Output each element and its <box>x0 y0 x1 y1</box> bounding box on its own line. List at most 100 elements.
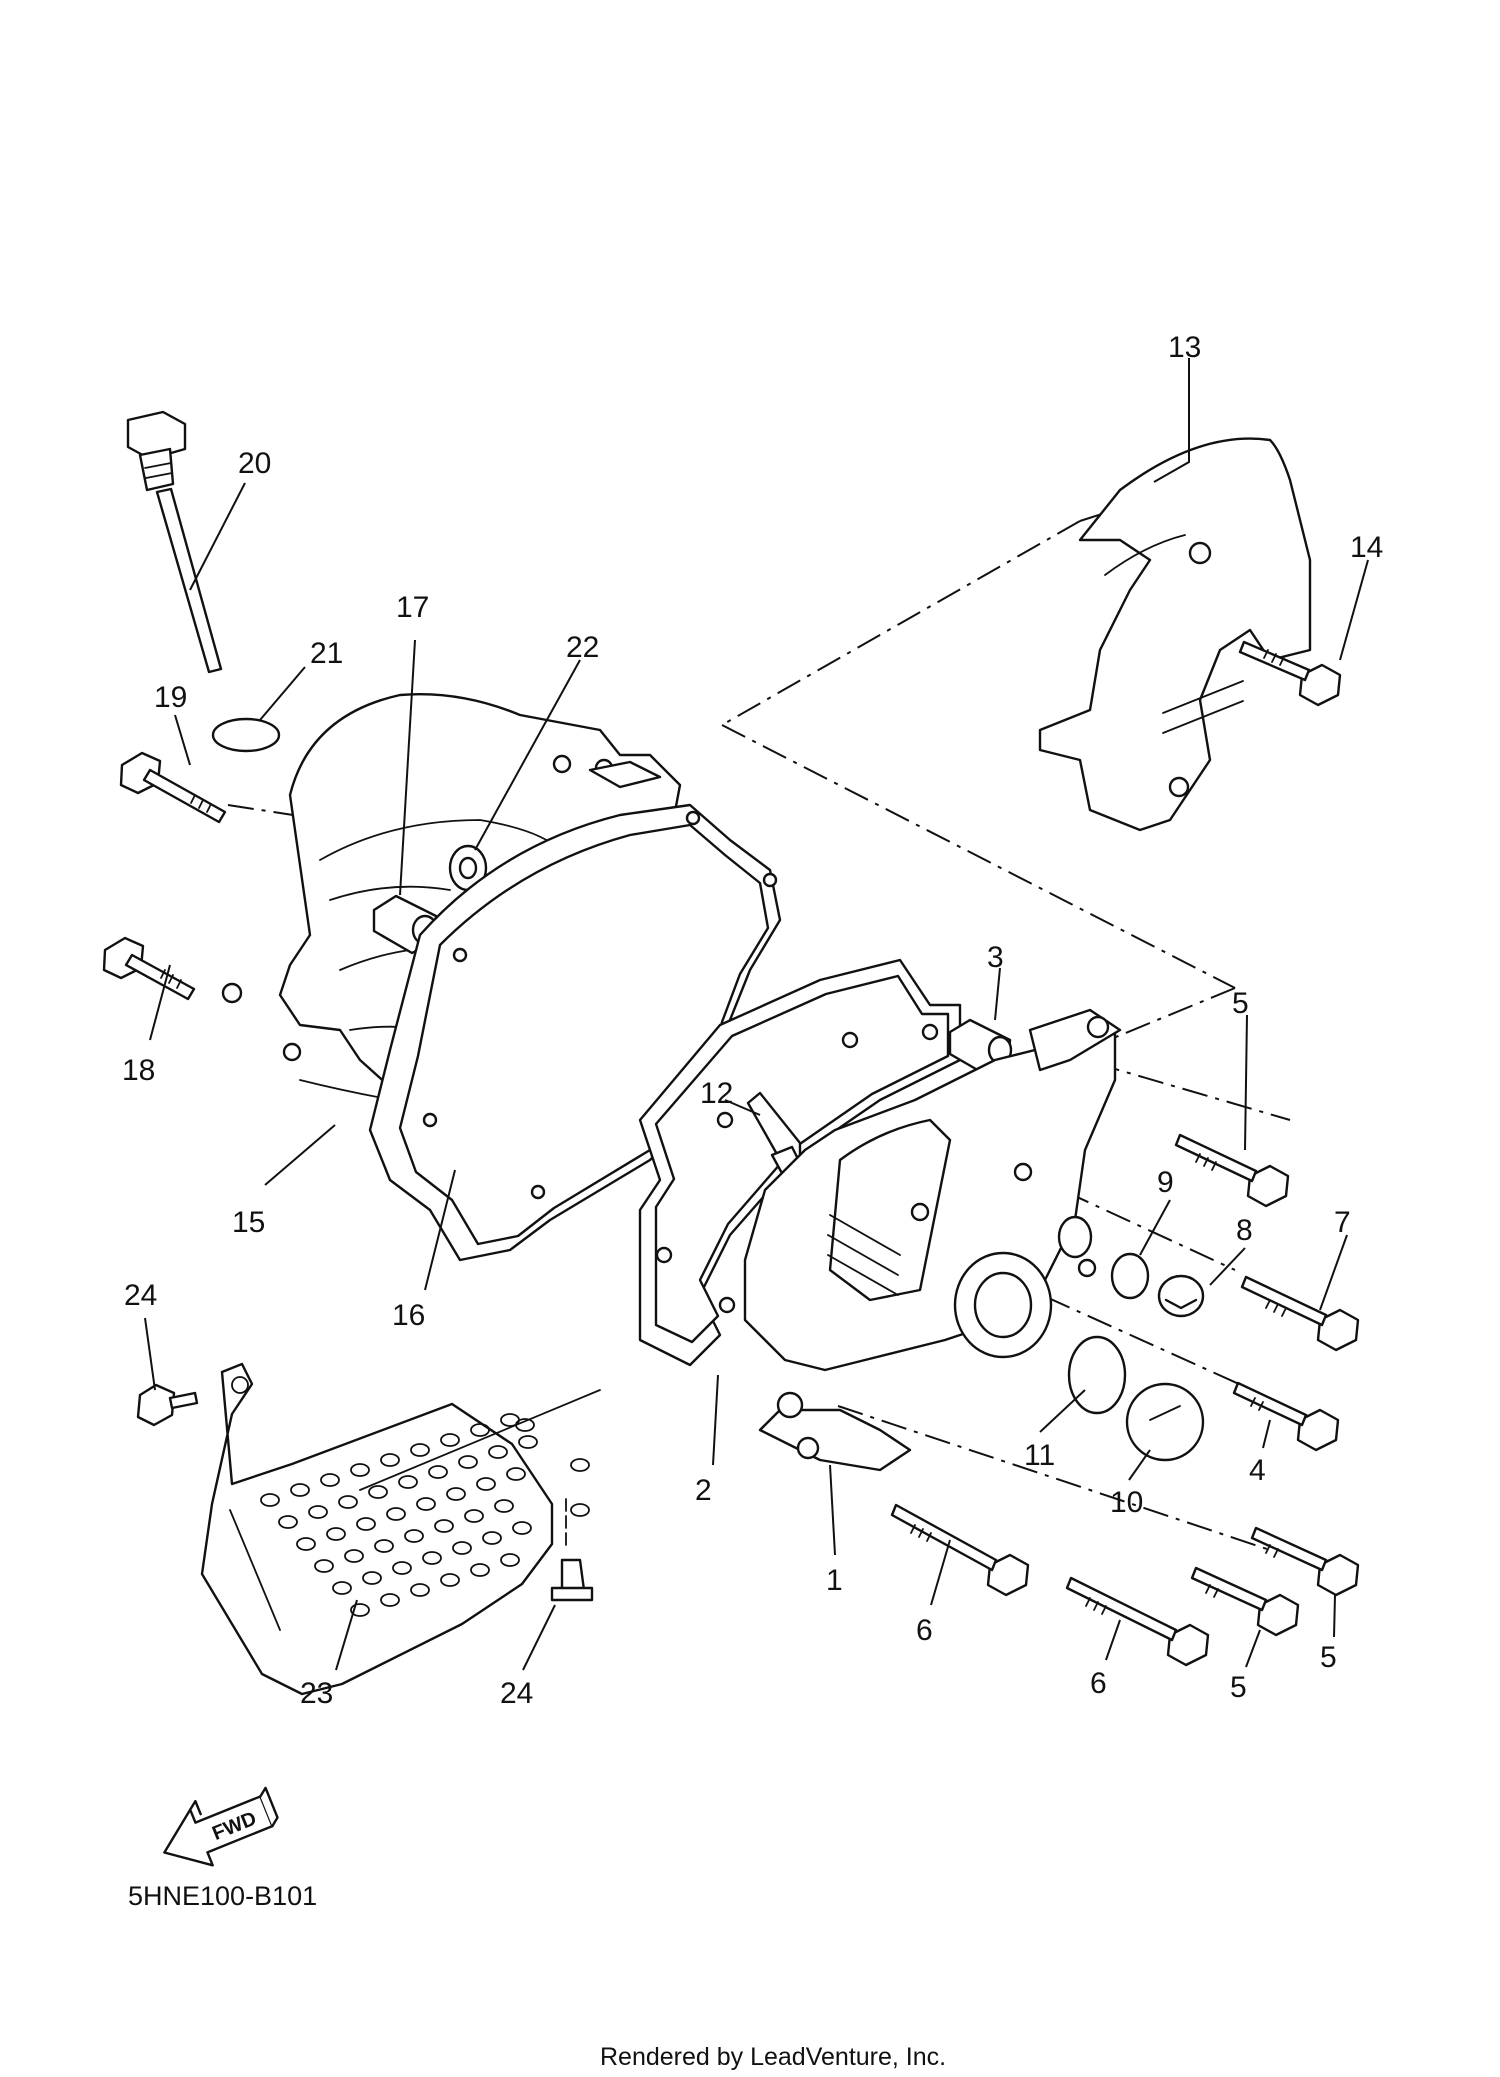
callout-6-left: 6 <box>916 1614 933 1647</box>
skid-plate-hole <box>500 1413 520 1427</box>
callout-10: 10 <box>1110 1486 1143 1519</box>
skid-plate-hole <box>518 1435 538 1449</box>
callout-9: 9 <box>1157 1166 1174 1199</box>
skid-plate-hole <box>416 1497 436 1511</box>
skid-plate-hole <box>440 1573 460 1587</box>
bolt-part-6-right[interactable] <box>1065 1576 1210 1667</box>
bolt-part-24-lower[interactable] <box>550 1494 594 1602</box>
callout-4: 4 <box>1249 1454 1266 1487</box>
o-ring-part-9[interactable] <box>1110 1252 1150 1300</box>
skid-plate-hole <box>446 1487 466 1501</box>
callout-labels: 13 14 20 21 19 17 22 18 15 16 3 5 9 8 7 … <box>122 331 1383 1710</box>
callout-21: 21 <box>310 637 343 670</box>
skid-plate-hole <box>296 1537 316 1551</box>
skid-plate-hole <box>488 1445 508 1459</box>
guard-cover-part-13[interactable] <box>1038 437 1312 832</box>
skid-plate-hole <box>386 1507 406 1521</box>
skid-plate-hole <box>434 1519 454 1533</box>
skid-plate-hole <box>470 1563 490 1577</box>
bolt-part-5-lower[interactable] <box>1190 1566 1300 1637</box>
skid-plate-hole <box>422 1551 442 1565</box>
callout-23: 23 <box>300 1677 333 1710</box>
callout-8: 8 <box>1236 1214 1253 1247</box>
bolt-part-5-upper[interactable] <box>1174 1133 1290 1208</box>
callout-24-bottom: 24 <box>500 1677 533 1710</box>
skid-plate-hole <box>500 1553 520 1567</box>
plug-part-10[interactable] <box>1125 1382 1205 1462</box>
diagram-code: 5HNE100-B101 <box>128 1881 317 1911</box>
skid-plate-hole <box>338 1495 358 1509</box>
skid-plate-hole <box>278 1515 298 1529</box>
plug-part-8[interactable] <box>1157 1274 1205 1318</box>
skid-plate-hole <box>398 1475 418 1489</box>
skid-plate-hole <box>506 1467 526 1481</box>
skid-plate-hole <box>308 1505 328 1519</box>
callout-3: 3 <box>987 941 1004 974</box>
callout-17: 17 <box>396 591 429 624</box>
skid-plate-hole <box>368 1485 388 1499</box>
bolt-part-5-lower-right[interactable] <box>1250 1526 1360 1597</box>
skid-plate-hole <box>464 1509 484 1523</box>
callout-11: 11 <box>1024 1439 1055 1472</box>
skid-plate-hole <box>458 1455 478 1469</box>
render-credit: Rendered by LeadVenture, Inc. <box>600 2043 946 2071</box>
skid-plate-hole <box>380 1453 400 1467</box>
callout-1: 1 <box>826 1564 843 1597</box>
gasket-part-16[interactable] <box>368 803 782 1262</box>
callout-20: 20 <box>238 447 271 480</box>
skid-plate-hole <box>410 1583 430 1597</box>
skid-plate-hole <box>404 1529 424 1543</box>
skid-plate-hole <box>320 1473 340 1487</box>
skid-plate-hole <box>470 1423 490 1437</box>
forward-direction-arrow: FWD <box>163 1786 279 1867</box>
callout-7: 7 <box>1334 1206 1351 1239</box>
o-ring-part-21[interactable] <box>211 717 281 753</box>
skid-plate-hole <box>512 1521 532 1535</box>
callout-5-right: 5 <box>1320 1641 1337 1674</box>
bolt-part-14[interactable] <box>1238 640 1342 707</box>
bolt-part-24-upper[interactable] <box>136 1383 199 1427</box>
bolt-part-4[interactable] <box>1232 1381 1340 1452</box>
skid-plate-hole <box>350 1603 370 1617</box>
skid-plate-hole <box>392 1561 412 1575</box>
callout-13: 13 <box>1168 331 1201 364</box>
bolt-part-19[interactable] <box>119 751 227 824</box>
callout-6-right: 6 <box>1090 1667 1107 1700</box>
callout-15: 15 <box>232 1206 265 1239</box>
o-ring-part-11[interactable] <box>1067 1335 1127 1415</box>
callout-5-top: 5 <box>1232 987 1249 1020</box>
skid-plate-hole <box>374 1539 394 1553</box>
leader-lines <box>144 358 1369 1671</box>
skid-plate-hole <box>314 1559 334 1573</box>
skid-plate-hole <box>380 1593 400 1607</box>
skid-plate-hole <box>260 1493 280 1507</box>
skid-plate-hole <box>326 1527 346 1541</box>
skid-plate-holes <box>260 1413 538 1617</box>
skid-plate-hole <box>332 1581 352 1595</box>
bolt-part-6-left[interactable] <box>890 1503 1030 1597</box>
skid-plate-hole <box>344 1549 364 1563</box>
skid-plate-hole <box>440 1433 460 1447</box>
callout-16: 16 <box>392 1299 425 1332</box>
skid-plate-hole <box>410 1443 430 1457</box>
bolt-part-18[interactable] <box>102 936 196 1001</box>
skid-plate-part-23[interactable] <box>200 1362 601 1696</box>
skid-plate-hole <box>428 1465 448 1479</box>
callout-22: 22 <box>566 631 599 664</box>
callout-12: 12 <box>700 1077 733 1110</box>
skid-plate-hole <box>494 1499 514 1513</box>
skid-plate-hole <box>476 1477 496 1491</box>
callout-19: 19 <box>154 681 187 714</box>
oil-dipstick-part-20[interactable] <box>126 410 223 674</box>
callout-5-bottom: 5 <box>1230 1671 1247 1704</box>
bolt-part-7[interactable] <box>1240 1275 1360 1352</box>
crankcase-cover-part-1[interactable] <box>743 1008 1122 1472</box>
oil-seal-part-22[interactable] <box>448 844 488 892</box>
skid-plate-hole <box>362 1571 382 1585</box>
gasket-part-2[interactable] <box>638 958 962 1367</box>
skid-plate-hole <box>452 1541 472 1555</box>
skid-plate-hole <box>356 1517 376 1531</box>
skid-plate-hole <box>482 1531 502 1545</box>
